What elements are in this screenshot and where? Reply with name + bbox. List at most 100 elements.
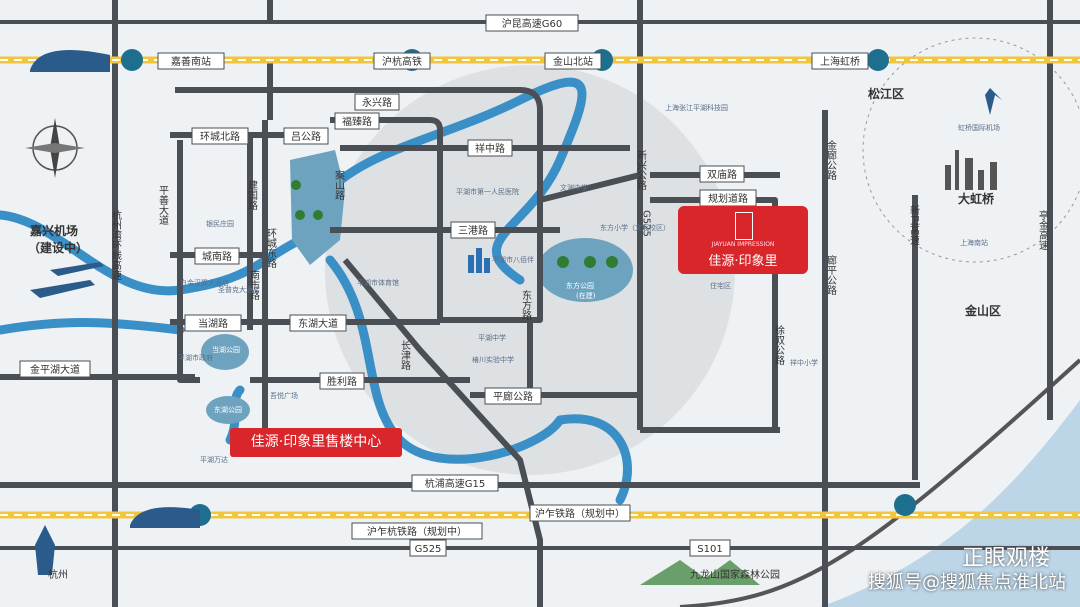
label-tingjin: 亭金高速 xyxy=(1037,209,1049,250)
road-labels: 沪昆高速G60 嘉善南站 沪杭高铁 金山北站 上海虹桥 永兴路 福臻路 环城北路… xyxy=(30,17,860,555)
district-songjiang: 松江区 xyxy=(868,86,904,101)
label-pingliao: 平廊公路 xyxy=(493,390,533,403)
place-shopping: 吾悦广场 xyxy=(270,391,298,400)
label-xinwei: 新卫高速 xyxy=(908,204,920,245)
place-jiulong: 九龙山国家森林公园 xyxy=(690,568,780,581)
road-diagonal xyxy=(539,172,641,203)
building-icon xyxy=(468,248,490,273)
place-labels: 平湖市第一人民医院 平湖市八佰伴 东方公园 (在建) 东方小学（文宸校区） 住宅… xyxy=(178,183,818,464)
plane-icon xyxy=(30,280,95,298)
label-s101: S101 xyxy=(697,544,722,555)
district-jiaxing-airport-sub: （建设中） xyxy=(28,240,88,255)
train-icons xyxy=(30,50,200,528)
place-pinghu-gov: 平湖市政府 xyxy=(178,353,213,362)
label-pingshan: 平善大道 xyxy=(157,185,169,225)
project-marker[interactable]: JIAYUAN IMPRESSION 佳源·印象里 xyxy=(678,206,808,274)
pagoda-icon xyxy=(35,525,55,575)
label-danghu: 当湖路 xyxy=(198,317,228,330)
label-hangzhou-ring: 杭州湾环线高速 xyxy=(110,209,122,280)
place-east-primary: 东方小学（文宸校区） xyxy=(600,223,670,232)
label-shengli: 胜利路 xyxy=(327,375,357,388)
label-lv: 吕公路 xyxy=(291,130,321,143)
station-icon xyxy=(894,494,916,516)
skyline-icon xyxy=(945,150,997,190)
place-baitai: 圣普克大酒店 xyxy=(218,285,260,294)
watermark-site: 搜狐号@搜狐焦点淮北站 xyxy=(868,572,1066,593)
label-huzha-rail2: 沪乍铁路（规划中） xyxy=(535,507,625,520)
place-mall: 平湖万达 xyxy=(200,455,228,464)
label-chengnan: 城南路 xyxy=(202,250,232,263)
label-jiashan-south: 嘉善南站 xyxy=(171,55,211,68)
danghu-lake xyxy=(201,334,249,370)
label-nanshi: 南市路 xyxy=(248,269,260,301)
label-hh-rail: 沪杭高铁 xyxy=(382,55,422,68)
label-jianguo: 建国路 xyxy=(246,179,258,211)
label-fuzhen: 福臻路 xyxy=(342,115,372,128)
road-fuzhen xyxy=(330,117,443,320)
place-hongqiao-airport: 虹桥国际机场 xyxy=(958,123,1000,132)
station-icon xyxy=(121,49,143,71)
train-icon xyxy=(130,507,200,528)
sales-center-marker[interactable]: 佳源·印象里售楼中心 xyxy=(230,428,402,457)
road-guihua xyxy=(650,197,778,430)
river-west2 xyxy=(0,318,185,335)
district-labels: 松江区 大虹桥 金山区 嘉兴机场 （建设中） 虹桥国际机场 上海南站 上海张江平… xyxy=(28,86,1001,581)
place-east-park: 东方公园 xyxy=(566,281,594,290)
core-radius-circle xyxy=(325,65,735,475)
label-g525: G525 xyxy=(641,210,652,237)
watermark-brand: 正眼观楼 xyxy=(961,546,1050,571)
east-park-lake xyxy=(537,238,633,302)
label-expressway-top: 沪昆高速G60 xyxy=(502,17,562,30)
label-donghu: 东湖大道 xyxy=(298,317,338,330)
station-icon xyxy=(867,49,889,71)
label-huancheng-n: 环城北路 xyxy=(200,130,240,143)
place-pinghu-8: 平湖市八佰伴 xyxy=(492,255,534,264)
district-jinshan: 金山区 xyxy=(964,303,1001,318)
label-jinshan-north: 金山北站 xyxy=(553,55,593,68)
train-icon xyxy=(30,50,110,72)
compass-icon xyxy=(25,118,85,178)
road-label-boxes xyxy=(19,14,869,557)
sea-area xyxy=(820,400,1080,607)
district-dahongqiao: 大虹桥 xyxy=(958,191,995,206)
label-hongqiao: 上海虹桥 xyxy=(820,55,860,68)
label-xiangzhong: 祥中路 xyxy=(475,142,505,155)
donghu-lake xyxy=(206,396,250,424)
plane-icons xyxy=(30,88,1002,298)
place-fanzhong: 祥中小学 xyxy=(790,358,818,367)
road-changjin xyxy=(342,258,543,607)
label-dongfang: 东方路 xyxy=(520,289,532,321)
label-yongxing: 永兴路 xyxy=(362,96,392,109)
place-zhangjiang: 上海张江平湖科技园 xyxy=(665,103,728,112)
plane-icon xyxy=(50,262,104,276)
place-wenchuan: 文渊中学 xyxy=(560,183,588,192)
place-gym: 平湖市体育馆 xyxy=(357,278,399,287)
hongqiao-radius-circle xyxy=(862,37,1080,263)
place-donghu-park: 东湖公园 xyxy=(214,405,242,414)
place-pinghu-middle: 平湖中学 xyxy=(478,333,506,342)
project-logo-icon xyxy=(735,212,753,240)
label-jinliao: 金廊公路 xyxy=(825,139,837,181)
place-yimin: 银民庄园 xyxy=(206,219,234,228)
park-trees xyxy=(291,180,618,268)
label-xinxing: 新兴公路 xyxy=(635,149,647,191)
label-hangpu: 杭浦高速G15 xyxy=(425,477,485,490)
district-jiaxing-airport: 嘉兴机场 xyxy=(29,223,78,238)
place-zhuzhai: 住宅区 xyxy=(710,281,731,290)
label-jinpinghu: 金平湖大道 xyxy=(30,363,80,376)
place-hangzhou: 杭州 xyxy=(48,568,68,581)
label-huzha-rail: 沪乍杭铁路（规划中） xyxy=(367,525,467,538)
label-changjin: 长津路 xyxy=(399,340,411,371)
place-east-park-sub: (在建) xyxy=(576,291,596,300)
label-shuangmiao: 双庙路 xyxy=(707,168,737,181)
place-nengshun: 白金汉爵大酒店 xyxy=(180,278,229,287)
label-huanchengdong: 环城东路 xyxy=(265,228,277,269)
place-first-hospital: 平湖市第一人民医院 xyxy=(456,187,519,196)
place-zhuchuan: 椿川实验中学 xyxy=(472,355,514,364)
east-lake xyxy=(290,150,345,265)
label-dongshan: 案山路 xyxy=(333,169,345,201)
label-g525-bottom: G525 xyxy=(415,544,442,555)
place-shanghai-south: 上海南站 xyxy=(960,238,988,247)
